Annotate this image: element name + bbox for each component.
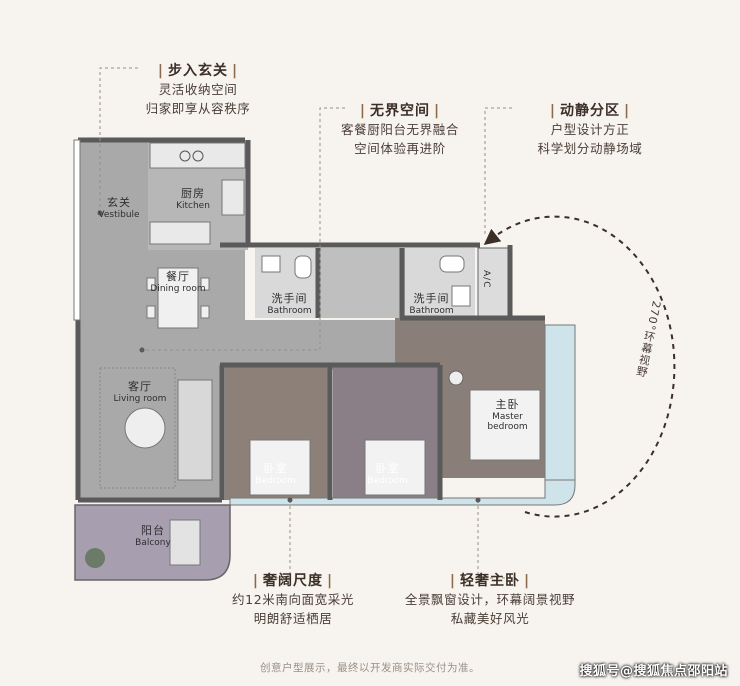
bath-shower2 bbox=[365, 248, 405, 318]
callout-zoning: |动静分区| 户型设计方正 科学划分动静场域 bbox=[525, 100, 655, 158]
callout-master-title: |轻奢主卧| bbox=[449, 573, 531, 589]
callout-wide-line2: 明朗舒适栖居 bbox=[253, 611, 333, 626]
callout-wide-title: |奢阔尺度| bbox=[252, 573, 334, 589]
room-balcony: 阳台 Balcony bbox=[135, 524, 171, 548]
room-dining: 餐厅 Dining room bbox=[150, 270, 206, 294]
callout-open-line2: 空间体验再进阶 bbox=[354, 141, 446, 156]
watermark: 搜狐号@搜狐焦点邵阳站 bbox=[579, 664, 728, 679]
bay-window-right bbox=[544, 324, 576, 481]
bath-shower1 bbox=[320, 248, 365, 318]
room-bedroom1: 卧室 Bedroom bbox=[255, 462, 296, 486]
callout-open-title: |无界空间| bbox=[359, 103, 441, 119]
callout-entry-title: |步入玄关| bbox=[157, 63, 239, 79]
room-kitchen: 厨房 Kitchen bbox=[176, 187, 210, 211]
callout-open-line1: 客餐厨阳台无界融合 bbox=[341, 122, 459, 137]
callout-master: |轻奢主卧| 全景飘窗设计，环幕阔景视野 私藏美好风光 bbox=[390, 570, 590, 628]
callout-entry-line2: 归家即享从容秩序 bbox=[145, 101, 251, 116]
callout-entry: |步入玄关| 灵活收纳空间 归家即享从容秩序 bbox=[128, 60, 268, 118]
callout-open: |无界空间| 客餐厨阳台无界融合 空间体验再进阶 bbox=[325, 100, 475, 158]
room-ac: A/C bbox=[481, 270, 491, 289]
room-master: 主卧 Master bedroom bbox=[487, 398, 528, 432]
room-bedroom2: 卧室 Bedroom bbox=[367, 462, 408, 486]
callout-zoning-title: |动静分区| bbox=[549, 103, 631, 119]
callout-zoning-line1: 户型设计方正 bbox=[550, 122, 630, 137]
floor-hall bbox=[220, 320, 400, 370]
disclaimer: 创意户型展示，最终以开发商实际交付为准。 bbox=[260, 662, 480, 674]
ac-box bbox=[477, 247, 511, 319]
callout-master-line1: 全景飘窗设计，环幕阔景视野 bbox=[404, 592, 576, 607]
callout-wide-line1: 约12米南向面宽采光 bbox=[232, 592, 354, 607]
callout-entry-line1: 灵活收纳空间 bbox=[158, 82, 238, 97]
room-bath1: 洗手间 Bathroom bbox=[267, 292, 312, 316]
callout-master-line2: 私藏美好风光 bbox=[450, 611, 530, 626]
callout-zoning-line2: 科学划分动静场域 bbox=[537, 141, 643, 156]
kitchen-counter bbox=[149, 142, 246, 169]
view-arc bbox=[483, 215, 676, 518]
callout-wide: |奢阔尺度| 约12米南向面宽采光 明朗舒适栖居 bbox=[218, 570, 368, 628]
room-vestibule: 玄关 Vestibule bbox=[98, 196, 140, 220]
room-living: 客厅 Living room bbox=[113, 380, 167, 404]
room-bath2: 洗手间 Bathroom bbox=[409, 292, 454, 316]
